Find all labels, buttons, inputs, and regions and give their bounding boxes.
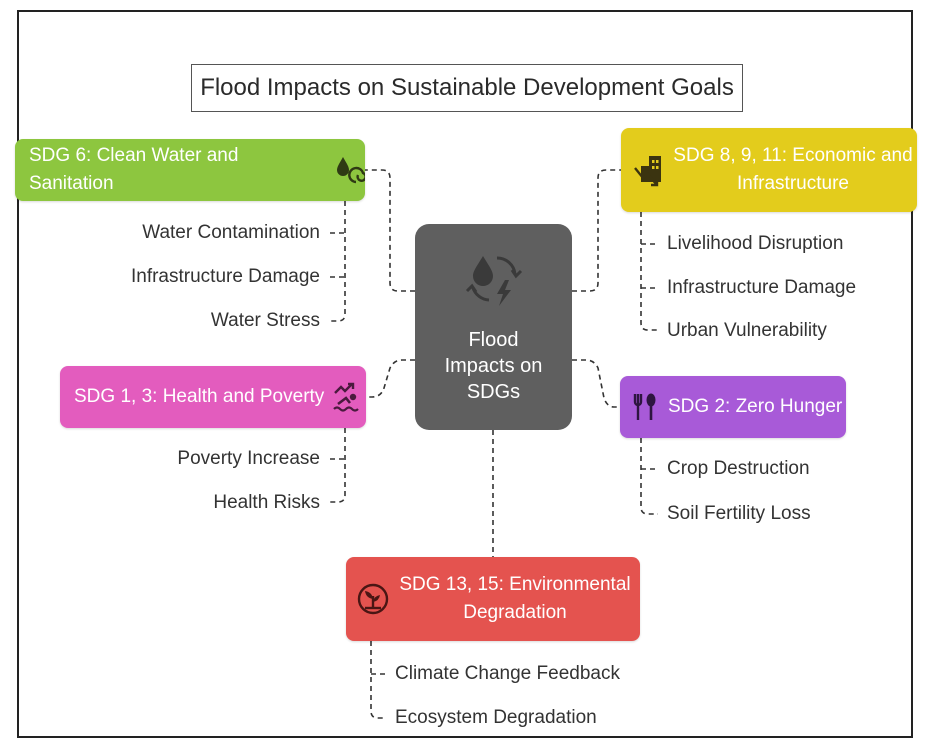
person-swimming-icon [332,382,362,412]
flood-cycle-icon [465,250,523,313]
sdg1-3-label: SDG 1, 3: Health and Poverty [74,386,325,407]
sdg13-15-node: SDG 13, 15: Environmental Degradation [346,557,640,641]
connector-water-leaves [330,201,346,322]
connector-center-water [365,169,415,292]
water-item-2: Infrastructure Damage [130,266,320,287]
connector-environment-leaves [370,641,386,719]
diagram-frame [17,10,913,738]
connector-center-health [366,359,415,398]
health-item-2: Health Risks [213,492,320,513]
water-item-1: Water Contamination [142,222,320,243]
fork-spoon-icon [632,391,658,423]
sdg13-15-label: SDG 13, 15: Environmental Degradation [399,574,631,623]
water-drop-spiral-icon [335,154,365,186]
sdg6-node: SDG 6: Clean Water and Sanitation [15,139,365,201]
environment-item-2: Ecosystem Degradation [395,707,597,728]
sdg2-node: SDG 2: Zero Hunger [620,376,846,438]
sdg8-9-11-node: SDG 8, 9, 11: Economic and Infrastructur… [621,128,917,212]
connector-health-leaves [330,428,346,503]
connector-hunger-leaves [640,438,658,515]
connector-center-hunger [572,359,620,408]
health-item-1: Poverty Increase [177,448,320,469]
water-item-3: Water Stress [210,310,320,331]
environment-item-1: Climate Change Feedback [395,663,620,684]
connector-center-economic [572,169,621,292]
sdg1-3-node: SDG 1, 3: Health and Poverty [60,366,366,428]
sdg2-label: SDG 2: Zero Hunger [668,396,843,417]
declining-buildings-icon [633,152,665,188]
economic-item-1: Livelihood Disruption [667,233,844,254]
plant-in-circle-icon [356,582,390,616]
hunger-item-1: Crop Destruction [667,458,810,479]
economic-item-2: Infrastructure Damage [667,277,857,298]
center-label: Flood Impacts on SDGs [444,329,543,403]
sdg8-9-11-label: SDG 8, 9, 11: Economic and Infrastructur… [673,145,913,194]
hunger-item-2: Soil Fertility Loss [667,503,811,524]
economic-item-3: Urban Vulnerability [667,320,827,341]
center-node: Flood Impacts on SDGs [415,224,572,430]
sdg6-label: SDG 6: Clean Water and Sanitation [29,145,239,194]
connector-economic-leaves [640,212,658,331]
diagram-title: Flood Impacts on Sustainable Development… [191,64,743,112]
